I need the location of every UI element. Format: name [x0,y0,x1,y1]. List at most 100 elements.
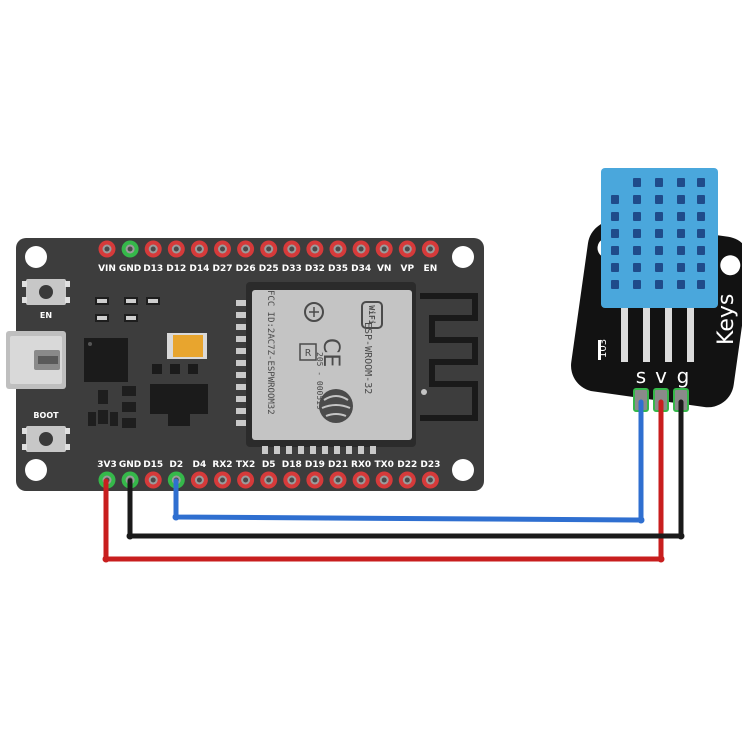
sensor-pin-label-v: v [655,364,667,388]
pin-label-top-d12: D12 [166,264,186,274]
fcc-mark [304,302,324,322]
pin-bottom-d19[interactable] [306,471,324,489]
wire-ground[interactable] [127,399,684,539]
sensor-housing [601,168,718,308]
pin-label-bottom-tx0: TX0 [375,460,394,470]
registered-mark: R [299,343,317,361]
grill-slot [611,246,619,255]
pin-top-d25[interactable] [260,240,278,258]
grill-slot [633,178,641,187]
pin-top-d27[interactable] [214,240,231,258]
pin-bottom-d15[interactable] [144,471,162,489]
en-button [22,279,70,305]
grill-slot [611,229,619,238]
module-serial: 205 - 000519 [315,352,324,410]
grill-slot [655,246,663,255]
pin-top-d13[interactable] [144,240,162,258]
pin-label-bottom-3v3: 3V3 [97,460,117,470]
pin-top-vn[interactable] [375,240,393,258]
pin-bottom-rx2[interactable] [214,471,231,489]
pin-label-bottom-d19: D19 [305,460,325,470]
grill-slot [611,280,619,289]
pin-bottom-d23[interactable] [421,471,439,489]
smd-components [88,297,160,428]
grill-slot [697,229,705,238]
pin-top-gnd[interactable] [121,240,139,258]
pin-top-d14[interactable] [190,240,208,258]
pin-top-d32[interactable] [306,240,324,258]
grill-slot [633,280,641,289]
grill-slot [677,229,685,238]
grill-slot [655,229,663,238]
pin-label-bottom-d21: D21 [328,460,348,470]
pin-label-bottom-rx2: RX2 [212,460,232,470]
pin-label-top-d32: D32 [305,264,325,274]
wifi-logo: WiFi [361,301,383,329]
grill-slot [611,195,619,204]
pin-label-bottom-d15: D15 [143,460,163,470]
pin-bottom-d22[interactable] [398,471,416,489]
en-label: EN [40,311,52,320]
pin-top-d26[interactable] [237,240,255,258]
pin-label-bottom-gnd: GND [119,460,141,470]
pin-bottom-rx0[interactable] [352,471,370,489]
grill-slot [677,212,685,221]
pin-label-top-d34: D34 [351,264,371,274]
pin-top-vin[interactable] [98,240,116,258]
top-pin-row [98,240,439,258]
pin-top-d33[interactable] [283,240,301,258]
pin-label-top-d13: D13 [143,264,163,274]
grill-slot [633,229,641,238]
ce-mark: CE [318,338,343,367]
pin-label-top-d35: D35 [328,264,348,274]
wire-power-end [102,555,110,563]
pin-label-top-vn: VN [377,264,392,274]
grill-slot [655,263,663,272]
wire-ground-end [677,532,685,540]
pin-label-bottom-d5: D5 [262,460,276,470]
pin-bottom-d4[interactable] [190,471,208,489]
grill-slot [697,246,705,255]
pin-label-top-d14: D14 [189,264,209,274]
grill-slot [697,195,705,204]
pin-top-en[interactable] [421,240,439,258]
pin-bottom-tx0[interactable] [375,471,393,489]
grill-slot [655,178,663,187]
grill-slot [677,263,685,272]
sensor-pin-label-s: s [636,364,646,388]
grill-slot [611,212,619,221]
pin-label-top-d33: D33 [282,264,302,274]
grill-slot [677,246,685,255]
voltage-regulator [150,364,208,426]
pin-label-bottom-d23: D23 [420,460,440,470]
dht-sensor-module: Keys 103 s v g [571,168,742,412]
grill-slot [633,195,641,204]
wires [102,399,685,563]
wire-power[interactable] [103,399,664,562]
svg-text:R: R [305,348,312,359]
svg-text:WiFi: WiFi [367,305,377,324]
wire-power-end [657,555,665,563]
pin-bottom-tx2[interactable] [237,471,255,489]
grill-slot [677,195,685,204]
pin-top-vp[interactable] [398,240,416,258]
boot-label: BOOT [33,411,59,420]
sensor-brand: Keys [714,294,739,345]
pin-bottom-d5[interactable] [260,471,278,489]
wire-ground-end [126,532,134,540]
grill-slot [697,263,705,272]
module-model: ESP-WROOM-32 [362,322,373,394]
mounting-hole [25,246,47,268]
pin-label-top-vp: VP [401,264,415,274]
pin-top-d34[interactable] [352,240,370,258]
pcb-antenna [420,293,478,421]
pin-top-d12[interactable] [167,240,185,258]
esp-wroom-module: ESP-WROOM-32 FCC ID:2AC7Z-ESPWROOM32 205… [236,282,478,454]
pin-bottom-d21[interactable] [329,471,347,489]
pin-bottom-d18[interactable] [283,471,301,489]
wire-signal[interactable] [173,399,644,523]
pin-top-d35[interactable] [329,240,347,258]
